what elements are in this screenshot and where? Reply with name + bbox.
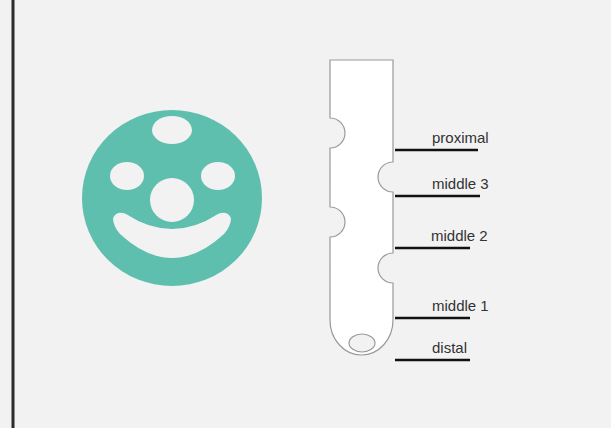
left-lumen (110, 162, 144, 190)
disc-body (82, 110, 262, 286)
section-label: middle 2 (431, 227, 488, 245)
border-line (12, 0, 15, 428)
tube-outline (330, 60, 393, 355)
section-label: proximal (432, 129, 489, 147)
crescent-lumen (113, 213, 231, 258)
catheter-tube (330, 60, 393, 355)
section-label: middle 1 (432, 297, 489, 315)
central-lumen (150, 178, 194, 222)
top-lumen (152, 116, 192, 144)
distal-hole (349, 334, 375, 352)
section-label: distal (432, 339, 467, 357)
right-lumen (201, 162, 235, 190)
leader-line (395, 247, 470, 250)
leader-line (395, 195, 480, 198)
section-label: middle 3 (432, 175, 489, 193)
leader-line (395, 317, 470, 320)
cross-section-disc (82, 110, 262, 286)
leader-line (395, 149, 478, 152)
leader-line (395, 359, 470, 362)
